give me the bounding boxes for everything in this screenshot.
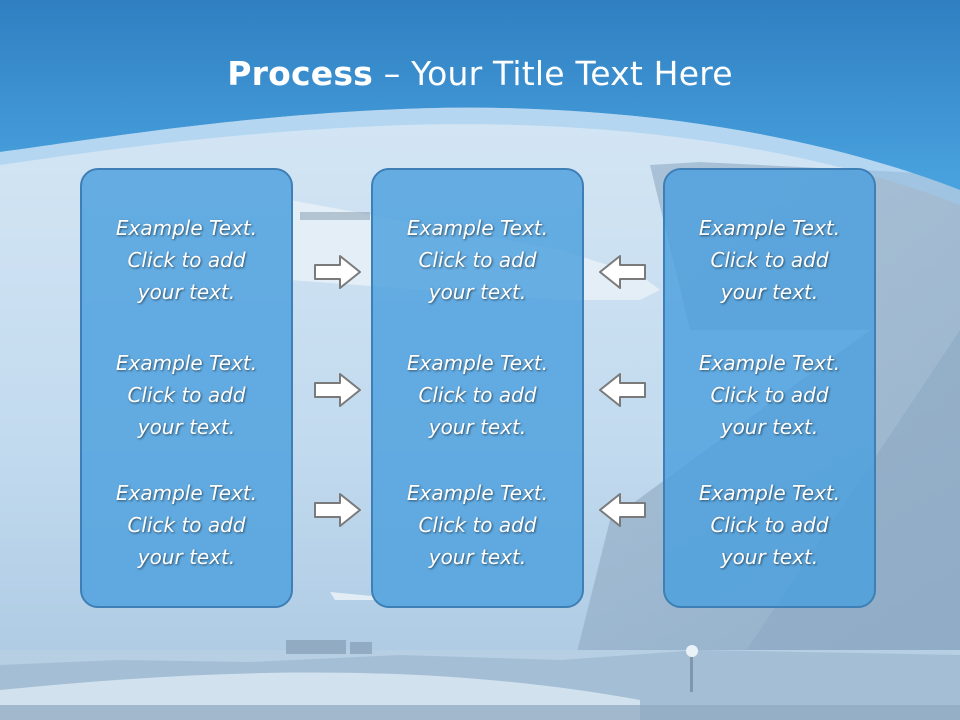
text-block[interactable]: Example Text. Click to add your text. [665,477,874,573]
arrow-right-icon[interactable] [314,372,362,408]
text-line: your text. [428,415,527,439]
text-block[interactable]: Example Text. Click to add your text. [373,477,582,573]
text-line: Click to add [127,248,246,272]
right-text-panel[interactable]: Example Text. Click to add your text. Ex… [663,168,876,608]
text-line: Example Text. [406,216,549,240]
text-line: Example Text. [698,481,841,505]
arrow-left-icon[interactable] [598,492,646,528]
text-block[interactable]: Example Text. Click to add your text. [82,212,291,308]
text-line: Example Text. [115,216,258,240]
arrow-right-icon[interactable] [314,492,362,528]
slide-title: Process – Your Title Text Here [0,54,960,93]
left-text-panel[interactable]: Example Text. Click to add your text. Ex… [80,168,293,608]
text-line: Click to add [127,513,246,537]
text-line: your text. [137,415,236,439]
text-line: Click to add [710,383,829,407]
text-line: your text. [428,545,527,569]
text-block[interactable]: Example Text. Click to add your text. [82,347,291,443]
text-line: Click to add [418,248,537,272]
text-line: your text. [428,280,527,304]
title-bold-text: Process [227,54,374,93]
text-line: Click to add [418,513,537,537]
text-line: Example Text. [698,216,841,240]
text-line: Example Text. [115,481,258,505]
text-line: your text. [720,280,819,304]
text-block[interactable]: Example Text. Click to add your text. [665,347,874,443]
text-block[interactable]: Example Text. Click to add your text. [373,212,582,308]
text-line: Click to add [710,513,829,537]
arrow-left-icon[interactable] [598,254,646,290]
text-line: your text. [720,415,819,439]
text-line: Example Text. [698,351,841,375]
arrow-right-icon[interactable] [314,254,362,290]
text-line: Example Text. [406,481,549,505]
middle-text-panel[interactable]: Example Text. Click to add your text. Ex… [371,168,584,608]
text-line: Example Text. [115,351,258,375]
text-line: Click to add [127,383,246,407]
text-block[interactable]: Example Text. Click to add your text. [82,477,291,573]
text-line: your text. [137,280,236,304]
title-rest-text: – Your Title Text Here [373,54,733,93]
text-line: your text. [720,545,819,569]
text-block[interactable]: Example Text. Click to add your text. [373,347,582,443]
text-line: your text. [137,545,236,569]
text-line: Example Text. [406,351,549,375]
arrow-left-icon[interactable] [598,372,646,408]
text-block[interactable]: Example Text. Click to add your text. [665,212,874,308]
text-line: Click to add [710,248,829,272]
text-line: Click to add [418,383,537,407]
